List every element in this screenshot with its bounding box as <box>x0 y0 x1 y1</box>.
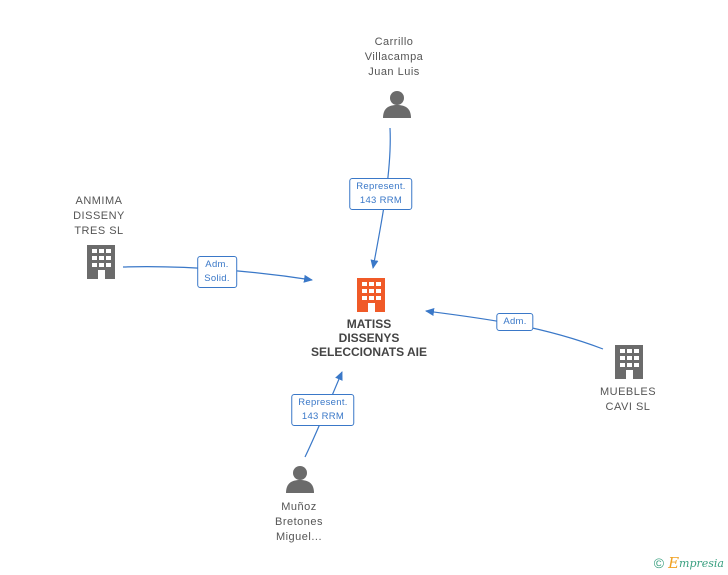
person-icon <box>383 91 411 118</box>
person-icon <box>286 466 314 493</box>
edge-label-muebles[interactable]: Adm. <box>496 313 534 331</box>
copyright-icon: © <box>653 555 665 571</box>
edge-label-carrillo[interactable]: Represent. 143 RRM <box>349 178 413 210</box>
edge-label-anmima[interactable]: Adm. Solid. <box>197 256 237 288</box>
building-icon <box>615 345 643 379</box>
node-label-munoz[interactable]: Muñoz Bretones Miguel... <box>274 501 324 543</box>
copyright-brand: © E mpresia <box>654 554 724 572</box>
brand-name: mpresia <box>679 556 724 570</box>
center-company-name[interactable]: MATISS DISSENYS SELECCIONATS AIE <box>310 317 428 359</box>
node-label-carrillo[interactable]: Carrillo Villacampa Juan Luis <box>364 36 424 78</box>
edge-label-munoz[interactable]: Represent. 143 RRM <box>291 394 355 426</box>
node-label-anmima[interactable]: ANMIMA DISSENY TRES SL <box>73 195 125 237</box>
building-icon <box>87 245 115 279</box>
node-label-muebles[interactable]: MUEBLES CAVI SL <box>599 386 657 413</box>
building-icon <box>357 278 385 312</box>
brand-initial: E <box>668 554 680 572</box>
